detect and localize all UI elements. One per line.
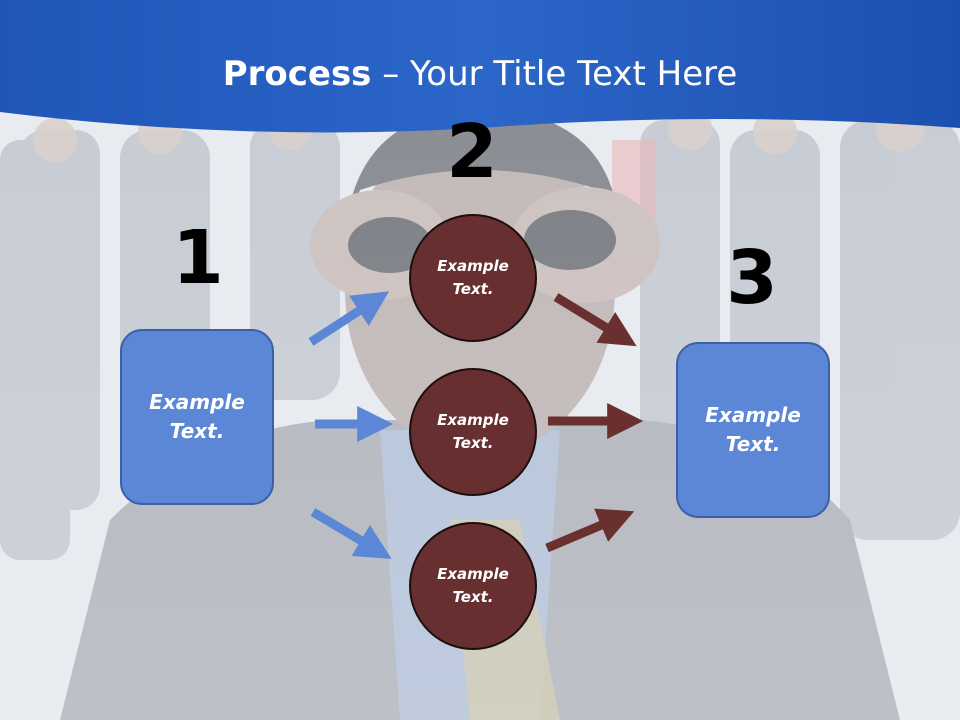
arrow-1-to-circle-3 xyxy=(310,508,392,559)
circle-3-text-line1: Example xyxy=(437,565,509,583)
circle-3[interactable]: Example Text. xyxy=(409,522,537,650)
circle-3-text-line2: Text. xyxy=(452,588,494,606)
circle-1[interactable]: Example Text. xyxy=(409,214,537,342)
step-3-box[interactable]: Example Text. xyxy=(676,342,830,518)
title-bold: Process xyxy=(222,54,372,94)
step-number-1: 1 xyxy=(172,215,224,301)
title-rest: – Your Title Text Here xyxy=(371,54,738,94)
arrow-1-to-circle-1 xyxy=(308,291,390,346)
arrow-circle-3-to-3 xyxy=(545,508,635,553)
step-1-box[interactable]: Example Text. xyxy=(120,329,274,505)
step-number-2: 2 xyxy=(446,109,498,195)
circle-2[interactable]: Example Text. xyxy=(409,368,537,496)
step-1-text-line2: Text. xyxy=(169,419,225,443)
arrow-circle-1-to-3 xyxy=(553,293,637,347)
step-number-3: 3 xyxy=(726,235,778,321)
circle-1-text-line2: Text. xyxy=(452,280,494,298)
slide-title: Process – Your Title Text Here xyxy=(0,52,960,96)
circle-2-text-line1: Example xyxy=(437,411,509,429)
step-3-text-line2: Text. xyxy=(725,432,781,456)
step-3-text-line1: Example xyxy=(705,403,801,427)
step-1-text-line1: Example xyxy=(149,390,245,414)
circle-2-text-line2: Text. xyxy=(452,434,494,452)
circle-1-text-line1: Example xyxy=(437,257,509,275)
